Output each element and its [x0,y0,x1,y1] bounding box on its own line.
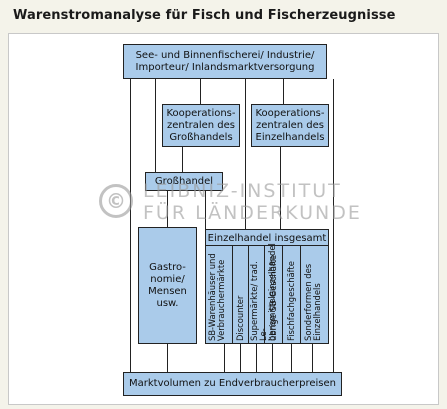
connector-line [283,79,284,104]
column-label-discounter: Discounter [235,295,245,341]
column-divider [300,245,301,344]
box-label: See- und Binnenfischerei/ Industrie/ Imp… [135,49,315,73]
box-label: Großhandel [154,175,214,187]
box-label: Kooperations- zentralen des Großhandels [166,107,236,143]
box-grosshandel: Großhandel [145,172,223,191]
column-label-sb-warenhaeuser: SB-Warenhäuser und Verbrauchermärkte [207,253,226,341]
connector-line [280,147,281,229]
connector-line [272,344,273,372]
box-label: Marktvolumen zu Endverbraucherpreisen [129,378,336,389]
connector-line [155,79,156,172]
box-label: Einzelhandel insgesamt [207,233,327,244]
column-divider [264,245,265,344]
column-divider [248,245,249,344]
connector-line [291,344,292,372]
connector-line [256,344,257,372]
box-einzelhandel-insgesamt: Einzelhandel insgesamt [205,229,329,344]
connector-line [200,79,201,104]
box-label: Kooperations- zentralen des Einzelhandel… [255,107,325,143]
box-kooperation-grosshandel: Kooperations- zentralen des Großhandels [162,104,240,147]
column-label-fischfach: Fischfachgeschäfte [286,261,296,341]
box-kooperation-einzelhandel: Kooperations- zentralen des Einzelhandel… [251,104,329,147]
connector-line [205,191,206,229]
diagram-title: Warenstromanalyse für Fisch und Fischerz… [13,8,396,23]
connector-line [130,79,131,372]
box-gastronomie: Gastro- nomie/ Mensen usw. [138,227,197,344]
connector-line [312,344,313,372]
connector-line [224,344,225,372]
column-label-sonderformen: Sonderformen des Einzelhandels [303,263,322,341]
column-divider [282,245,283,344]
connector-line [182,147,183,172]
connector-line [240,344,241,372]
box-label: Gastro- nomie/ Mensen usw. [148,261,187,309]
box-fischerei-import: See- und Binnenfischerei/ Industrie/ Imp… [123,44,327,79]
connector-line [167,191,168,227]
box-marktvolumen: Marktvolumen zu Endverbraucherpreisen [123,372,342,396]
column-label-uebrige-sb: übrige SB-Geschäfte [268,254,278,341]
connector-line [333,79,334,372]
connector-line [245,79,246,229]
column-divider [232,245,233,344]
einzelhandel-header-rule [205,245,329,246]
connector-line [167,344,168,372]
